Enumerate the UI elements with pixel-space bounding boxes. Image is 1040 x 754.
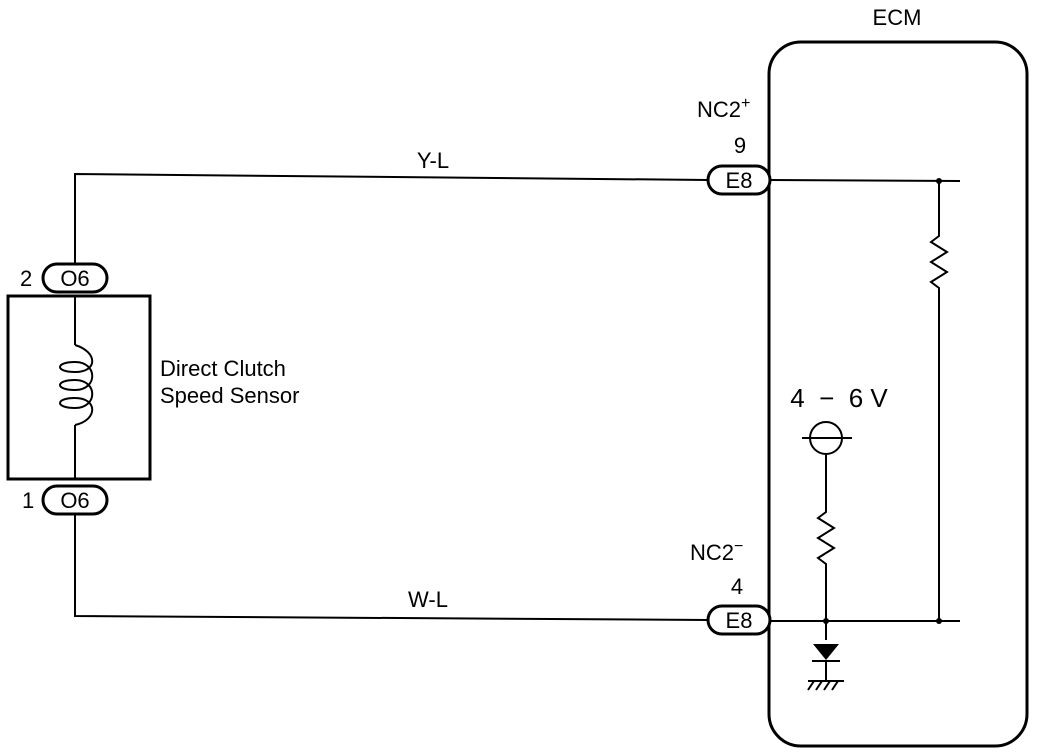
connector-sensor-top-pin: 2	[20, 266, 32, 291]
connector-sensor-bottom: O6	[41, 484, 109, 516]
terminal-nc2-minus-name: NC2	[690, 540, 734, 565]
connector-sensor-bottom-pin: 1	[22, 488, 34, 513]
connector-ecm-bottom: E8	[706, 604, 772, 636]
connector-sensor-top: O6	[41, 262, 109, 294]
terminal-nc2-minus-sign: −	[734, 538, 743, 555]
voltage-label: 4 − 6 V	[790, 383, 888, 413]
wire-y-l	[74, 172, 709, 265]
sensor-label-line1: Direct Clutch	[160, 356, 286, 381]
connector-ecm-top-pin: 9	[734, 133, 746, 158]
terminal-nc2-plus-name: NC2	[697, 97, 741, 122]
ecm-label: ECM	[873, 5, 922, 30]
sensor-coil	[59, 296, 94, 479]
connector-ecm-bottom-code: E8	[726, 608, 753, 633]
connector-sensor-top-code: O6	[60, 266, 89, 291]
wire-w-l	[74, 514, 709, 621]
connector-ecm-bottom-pin: 4	[731, 574, 743, 599]
ecm-box	[767, 40, 1029, 748]
wire-label-bottom: W-L	[408, 587, 448, 612]
terminal-nc2-minus: NC2−	[690, 538, 743, 565]
ecm-internal-circuit	[769, 178, 961, 640]
connector-ecm-top-code: E8	[726, 168, 753, 193]
diode-icon	[812, 644, 840, 680]
terminal-nc2-plus: NC2+	[697, 95, 750, 122]
wire-label-top: Y-L	[417, 148, 449, 173]
voltage-source-icon	[802, 421, 852, 455]
sensor-label-line2: Speed Sensor	[160, 383, 299, 408]
terminal-nc2-plus-sign: +	[741, 95, 750, 112]
ground-icon	[807, 680, 844, 691]
connector-sensor-bottom-code: O6	[60, 488, 89, 513]
connector-ecm-top: E8	[706, 164, 772, 196]
sensor-box	[6, 294, 152, 481]
